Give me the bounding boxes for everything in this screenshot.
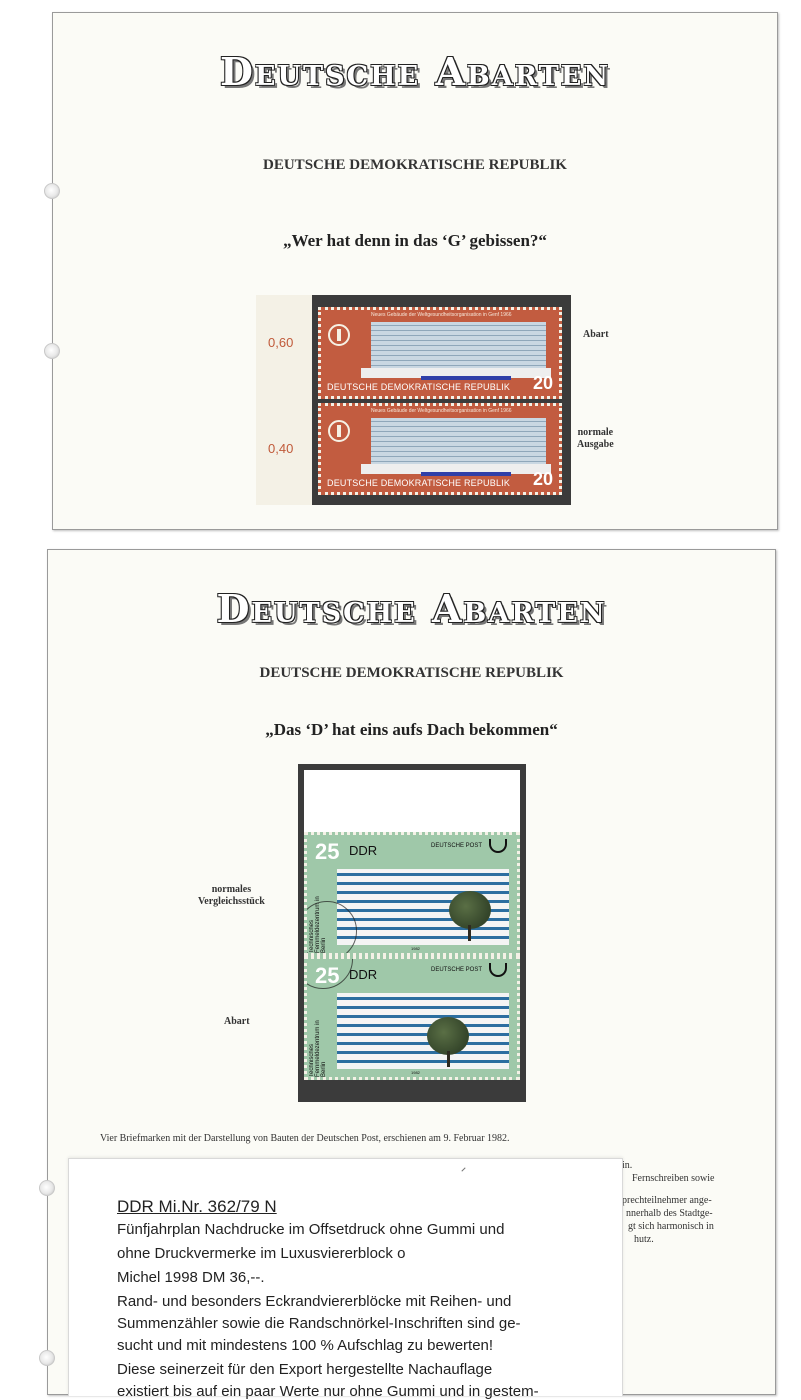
sheet-margin: 0,60 0,40 (256, 295, 312, 505)
punch-hole (39, 1350, 55, 1366)
label-line: Ausgabe (577, 439, 614, 450)
description-card: DDR Mi.Nr. 362/79 N Fünfjahrplan Nachdru… (68, 1158, 623, 1400)
stamp-building-caption: Neues Gebäude der Weltgesundheitsorganis… (371, 312, 512, 318)
description-line: existiert bis auf ein paar Werte nur ohn… (117, 1383, 539, 1400)
label-normal-comparison: normales Vergleichsstück (198, 884, 265, 908)
stamp-country: DDR (349, 843, 378, 858)
country-heading: DEUTSCHE DEMOKRATISCHE REPUBLIK (259, 665, 564, 681)
description-line: Diese seinerzeit für den Export hergeste… (117, 1361, 493, 1378)
stamp-building-base (361, 464, 551, 474)
tree-trunk (468, 925, 471, 941)
stamp-inscription: DEUTSCHE DEMOKRATISCHE REPUBLIK (327, 478, 511, 488)
behind-text-line: gt sich harmonisch in (628, 1221, 714, 1232)
label-abart: Abart (224, 1016, 250, 1027)
country-heading: DEUTSCHE DEMOKRATISCHE REPUBLIK (263, 157, 567, 173)
margin-value-bottom: 0,40 (268, 441, 294, 456)
stamp-inscription: DEUTSCHE DEMOKRATISCHE REPUBLIK (327, 382, 511, 392)
stamp-value: 20 (532, 469, 553, 489)
stamp-post: DEUTSCHE POST (431, 843, 483, 849)
stamp-building-image (371, 322, 546, 370)
card-mark (461, 1167, 466, 1172)
behind-text-line: prechteilnehmer ange- (622, 1195, 712, 1206)
variety-subtitle: „Das ‘D’ hat eins aufs Dach bekommen“ (265, 720, 558, 739)
page-caption: Vier Briefmarken mit der Darstellung von… (100, 1133, 510, 1144)
punch-hole (44, 343, 60, 359)
stamp-blue-bar (421, 472, 511, 476)
page-header: Deutsche Abarten (219, 49, 611, 94)
stamp-country: DDR (349, 967, 378, 982)
punch-hole (39, 1180, 55, 1196)
label-line: normales (211, 884, 252, 895)
who-emblem-icon (328, 324, 350, 346)
label-line: Vergleichsstück (198, 896, 265, 907)
label-normal-issue: normale Ausgabe (577, 427, 614, 451)
post-horn-icon (489, 963, 507, 977)
catalog-title: DDR Mi.Nr. 362/79 N (117, 1197, 277, 1216)
stamp-value: 20 (532, 373, 553, 393)
behind-text-line: Fernschreiben sowie (632, 1173, 715, 1184)
sheet-margin (304, 770, 520, 832)
stamp-variety: 25 DDR DEUTSCHE POST Technisches Fernmel… (304, 956, 520, 1080)
tree-icon (427, 1017, 469, 1055)
tree-icon (449, 891, 491, 929)
stamp-pair-ddr: 25 DDR DEUTSCHE POST Technisches Fernmel… (298, 764, 526, 1102)
tree-trunk (447, 1051, 450, 1067)
description-line: ohne Druckvermerke im Luxusviererblock o (117, 1245, 406, 1262)
stamp-year: 1982 (411, 1070, 420, 1075)
stamp-normal: 25 DDR DEUTSCHE POST Technisches Fernmel… (304, 832, 520, 956)
stamp-building-image (337, 993, 509, 1069)
margin-value-top: 0,60 (268, 335, 294, 350)
label-line: normale (577, 427, 614, 438)
stamp-pair-who: 0,60 0,40 Neues Gebäude der Weltgesundhe… (256, 295, 571, 505)
album-page-1: Deutsche Abarten DEUTSCHE DEMOKRATISCHE … (44, 12, 778, 530)
postmark-icon (307, 959, 353, 989)
stamp-building-caption: Neues Gebäude der Weltgesundheitsorganis… (371, 408, 512, 414)
page-header: Deutsche Abarten (216, 586, 607, 631)
behind-text-line: in. (622, 1160, 633, 1171)
who-emblem-icon (328, 420, 350, 442)
description-line: Summenzähler sowie die Randschnörkel-Ins… (117, 1315, 521, 1332)
stamp-blue-bar (421, 376, 511, 380)
punch-hole (44, 183, 60, 199)
stamp-value: 25 (315, 839, 340, 864)
stamp-side-text: Technisches Fernmeldezentrum in Berlin (309, 1020, 327, 1077)
label-abart: Abart (583, 329, 609, 340)
post-horn-icon (489, 839, 507, 853)
stamp-normal: Neues Gebäude der Weltgesundheitsorganis… (318, 403, 562, 495)
stamp-variety: Neues Gebäude der Weltgesundheitsorganis… (318, 307, 562, 399)
description-line: sucht und mit mindestens 100 % Aufschlag… (117, 1337, 494, 1354)
description-line: Rand- und besonders Eckrandviererblöcke … (117, 1293, 512, 1310)
behind-text-line: hutz. (634, 1234, 654, 1245)
behind-text-line: nnerhalb des Stadtge- (626, 1208, 713, 1219)
stamp-building-image (371, 418, 546, 466)
stamp-building-base (361, 368, 551, 378)
description-line: Michel 1998 DM 36,--. (117, 1269, 265, 1286)
description-line: Fünfjahrplan Nachdrucke im Offsetdruck o… (117, 1221, 505, 1238)
postmark-icon (307, 901, 357, 953)
stamp-year: 1982 (411, 946, 420, 951)
variety-subtitle: „Wer hat denn in das ‘G’ gebissen?“ (283, 231, 547, 250)
stamp-post: DEUTSCHE POST (431, 967, 483, 973)
